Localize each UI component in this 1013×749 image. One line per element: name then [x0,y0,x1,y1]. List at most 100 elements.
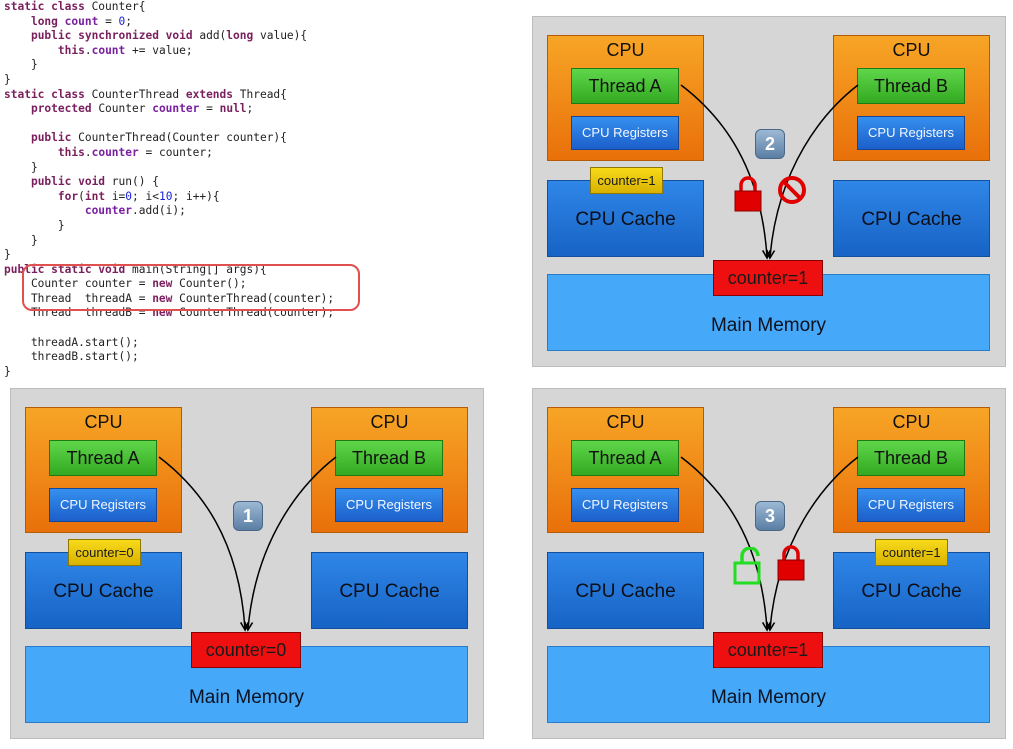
code-token: .add(i); [131,204,186,218]
code-token: count [64,14,99,28]
cpu-cache-b: CPU Cache [311,552,468,629]
code-token: ; [125,14,133,28]
thread-a-box: Thread A [571,440,679,476]
code-token: long [226,29,260,43]
code-token: long [30,14,65,28]
code-token: threadA.start(); [4,335,139,349]
code-token [4,190,58,203]
code-token: public synchronized void [30,29,200,43]
code-token: = [98,14,119,28]
cpu-cache-a: CPU Cache [547,552,704,629]
cpu-registers: CPU Registers [857,488,965,522]
code-token: += value; [125,43,193,57]
cpu-title: CPU [892,412,931,432]
code-token [4,15,31,28]
code-token: this [57,43,85,57]
code-line: } [4,161,334,176]
code-token: static class [4,87,92,101]
cpu-registers: CPU Registers [571,116,679,150]
code-token: 0 [118,14,126,28]
code-token: 10 [159,189,173,203]
thread-a-box: Thread A [49,440,157,476]
code-token: counter [152,102,200,116]
cpu-title: CPU [84,412,123,432]
code-line: this.counter = counter; [4,146,334,161]
code-token: } [4,72,11,86]
code-token: for [57,189,79,203]
code-token: ; i++){ [172,189,220,203]
cpu-cache-b: CPU Cache [833,180,990,257]
code-line: static class CounterThread extends Threa… [4,88,334,103]
thread-b-box: Thread B [857,440,965,476]
code-token: threadB.start(); [4,350,139,364]
cpu-title: CPU [892,40,931,60]
memory-diagram-panel-3: CPU Thread A CPU Registers CPU Thread B … [532,388,1006,739]
code-token: Thread{ [239,87,287,101]
code-token: CounterThread [91,87,186,101]
step-number-badge: 3 [755,501,785,531]
code-line: } [4,248,334,263]
code-line: } [4,365,334,380]
code-token: value){ [259,29,308,43]
code-line: for(int i=0; i<10; i++){ [4,190,334,205]
code-token [4,29,31,42]
code-line: } [4,58,334,73]
code-line: Counter counter = new Counter(); [4,277,334,292]
padlock-locked-icon [777,544,805,587]
code-token: Thread threadA = [4,291,153,305]
code-token: Counter(); [179,277,247,291]
code-line: long count = 0; [4,15,334,30]
cpu-a: CPU Thread A CPU Registers [547,407,704,533]
code-line: threadB.start(); [4,350,334,365]
code-line: Thread threadA = new CounterThread(count… [4,292,334,307]
cpu-a: CPU Thread A CPU Registers [547,35,704,161]
code-token: int [84,189,112,203]
code-token: public [30,131,79,145]
code-token: add( [199,29,227,43]
code-token: } [4,58,38,72]
code-token: } [4,233,38,247]
code-token: protected [30,102,99,116]
code-token [4,146,58,159]
code-token: . [84,145,92,159]
thread-b-box: Thread B [857,68,965,104]
step-number-badge: 1 [233,501,263,531]
memory-diagram-panel-2: CPU Thread A CPU Registers CPU Thread B … [532,16,1006,367]
code-token: static class [4,0,92,13]
code-token: } [4,160,38,174]
code-line: } [4,73,334,88]
code-token: Counter{ [91,0,146,13]
code-line: } [4,234,334,249]
step-number-badge: 2 [755,129,785,159]
code-line: } [4,219,334,234]
code-token: count [91,43,126,57]
cpu-registers: CPU Registers [571,488,679,522]
code-token [4,204,85,217]
padlock-locked-icon [734,175,762,218]
code-line [4,321,334,336]
code-line: this.count += value; [4,44,334,59]
prohibited-icon [777,175,807,210]
cpu-registers: CPU Registers [49,488,157,522]
cpu-title: CPU [606,412,645,432]
thread-b-box: Thread B [335,440,443,476]
cpu-title: CPU [370,412,409,432]
main-memory-label: Main Memory [188,687,305,708]
code-token: } [4,364,11,378]
main-memory-label: Main Memory [710,315,827,336]
padlock-unlocked-icon [733,546,761,590]
code-line: public synchronized void add(long value)… [4,29,334,44]
memory-counter: counter=1 [713,260,823,296]
memory-counter: counter=1 [713,632,823,668]
code-line: threadA.start(); [4,336,334,351]
code-listing: static class Counter{ long count = 0; pu… [4,0,334,379]
code-line [4,117,334,132]
cpu-b: CPU Thread B CPU Registers [833,407,990,533]
code-highlight-box [22,264,360,311]
code-token: Counter counter = [4,277,153,291]
cpu-b: CPU Thread B CPU Registers [833,35,990,161]
memory-counter: counter=0 [191,632,301,668]
code-token: this [57,145,85,159]
cpu-a: CPU Thread A CPU Registers [25,407,182,533]
cpu-b: CPU Thread B CPU Registers [311,407,468,533]
